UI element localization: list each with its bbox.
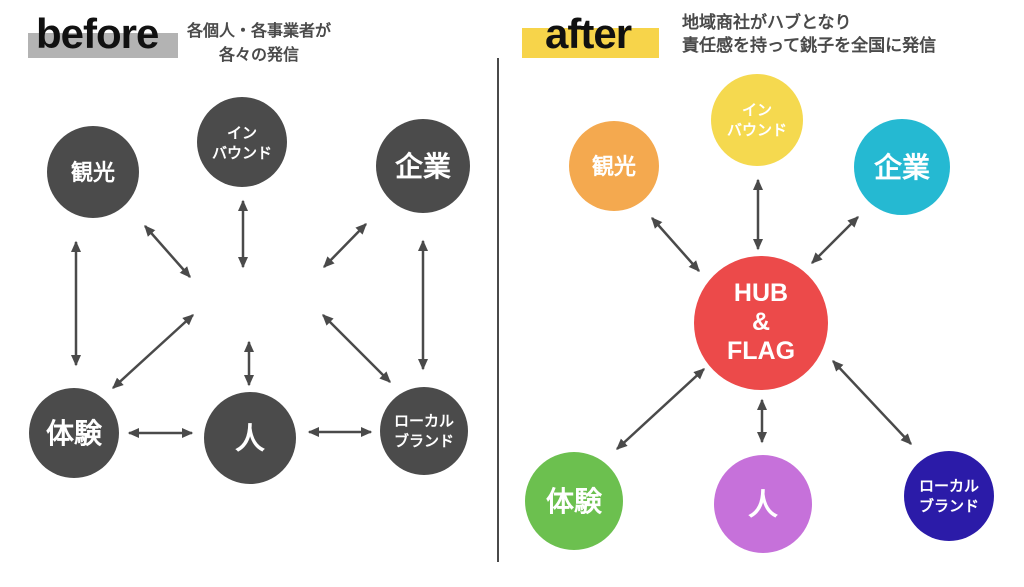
before-diagram: 観光 イン バウンド 企業 体験 人 ローカル ブランド: [29, 97, 470, 484]
before-arrow-taiken-diagonal: [112, 314, 194, 389]
after-node-kigyo-circle: [854, 119, 950, 215]
after-node-localbrand-circle: [904, 451, 994, 541]
before-title-highlight: [28, 33, 178, 58]
after-arrow-kanko-hub: [651, 217, 700, 272]
after-hub-label-line3: FLAG: [727, 337, 795, 365]
before-node-taiken-label: 体験: [46, 418, 103, 449]
after-node-kanko-label: 観光: [592, 154, 636, 179]
after-arrow-kigyo-hub: [811, 216, 859, 264]
before-subtitle-line1: 各個人・各事業者が: [186, 23, 331, 40]
after-hub-label-line2: &: [752, 308, 770, 336]
before-node-taiken-circle: [29, 388, 119, 478]
before-subtitle-line2: 各々の発信: [218, 47, 299, 64]
after-node-localbrand-label-line1: ローカル: [919, 478, 979, 495]
before-subtitle: 各個人・各事業者が 各々の発信: [180, 20, 338, 68]
after-node-inbound-label-line1: イン: [742, 102, 772, 119]
before-node-kigyo-label: 企業: [395, 150, 451, 182]
before-node-hito-circle: [204, 392, 296, 484]
after-arrow-localbrand-hub: [832, 360, 912, 445]
after-node-hito-label: 人: [748, 489, 778, 522]
after-subtitle-line1: 地域商社がハブとなり: [682, 13, 852, 32]
after-subtitle-line2: 責任感を持って銚子を全国に発信: [682, 36, 937, 55]
before-node-hito-label: 人: [235, 423, 265, 456]
after-title-highlight: [522, 28, 659, 58]
before-arrow-kanko-diagonal: [144, 225, 191, 278]
before-node-inbound-label-line1: イン: [227, 125, 257, 142]
after-diagram: HUB & FLAG 観光 イン バウンド 企業 体験 人 ローカル ブランド: [525, 74, 994, 553]
before-node-inbound-circle: [197, 97, 287, 187]
before-node-kanko-circle: [47, 126, 139, 218]
after-node-localbrand-label-line2: ブランド: [919, 497, 979, 515]
after-node-inbound-label-line2: バウンド: [727, 122, 787, 139]
before-node-localbrand-circle: [380, 387, 468, 475]
after-hub-label-line1: HUB: [734, 279, 788, 307]
after-node-hito-circle: [714, 455, 812, 553]
before-title: before: [36, 10, 159, 57]
after-subtitle: 地域商社がハブとなり 責任感を持って銚子を全国に発信: [682, 11, 936, 57]
before-node-localbrand-label-line1: ローカル: [394, 413, 454, 430]
before-node-kanko-label: 観光: [71, 160, 115, 185]
after-node-taiken-label: 体験: [546, 486, 603, 517]
after-node-kigyo-label: 企業: [874, 151, 930, 183]
after-arrow-taiken-hub: [616, 368, 705, 450]
before-node-localbrand-label-line2: ブランド: [394, 432, 454, 450]
after-node-inbound-circle: [711, 74, 803, 166]
before-node-kigyo-circle: [376, 119, 470, 213]
after-title: after: [545, 10, 632, 57]
before-arrow-localbrand-diagonal: [322, 314, 391, 383]
before-node-inbound-label-line2: バウンド: [212, 145, 272, 162]
after-hub-circle: [694, 256, 828, 390]
after-node-kanko-circle: [569, 121, 659, 211]
after-node-taiken-circle: [525, 452, 623, 550]
before-arrow-kigyo-diagonal: [323, 223, 367, 268]
